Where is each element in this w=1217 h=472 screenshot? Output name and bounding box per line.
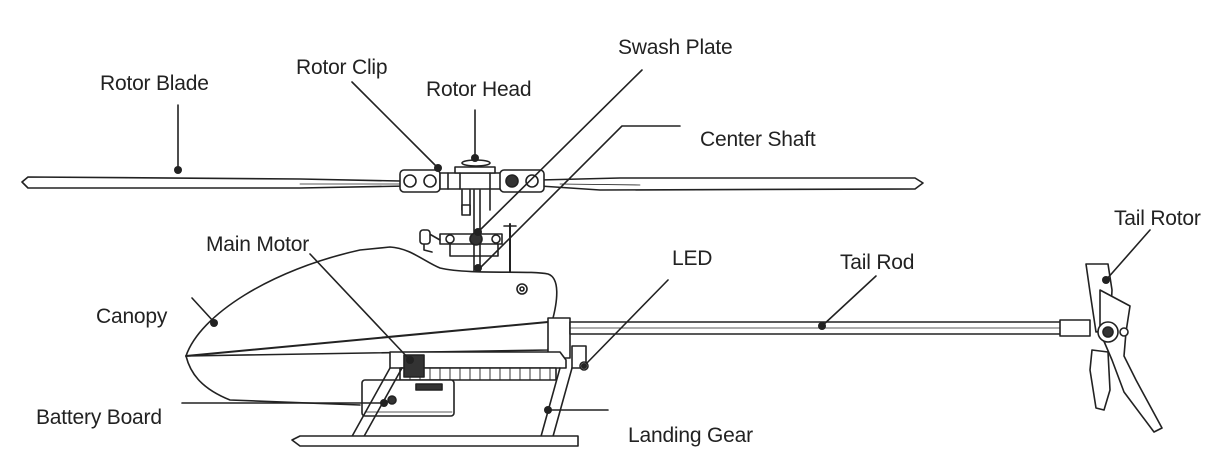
tail-rod-drawing xyxy=(569,321,1063,371)
pointer-dots xyxy=(174,154,1110,414)
swash-plate xyxy=(419,229,503,257)
label-rotor-blade: Rotor Blade xyxy=(100,72,209,95)
label-tail-rod: Tail Rod xyxy=(840,251,915,274)
canopy-shape xyxy=(185,246,558,406)
label-swash-plate: Swash Plate xyxy=(618,36,733,59)
label-tail-rotor: Tail Rotor xyxy=(1114,207,1201,230)
label-rotor-head: Rotor Head xyxy=(426,78,532,101)
label-landing-gear: Landing Gear xyxy=(628,424,753,447)
rotor-blade-left xyxy=(21,176,409,189)
rotor-blade-right xyxy=(539,177,924,191)
label-rotor-clip: Rotor Clip xyxy=(296,56,388,79)
label-battery-board: Battery Board xyxy=(36,406,162,429)
label-center-shaft: Center Shaft xyxy=(700,128,816,151)
label-led: LED xyxy=(672,247,713,270)
landing-gear-drawing xyxy=(291,345,587,447)
label-main-motor: Main Motor xyxy=(206,233,310,256)
battery-board xyxy=(361,379,455,417)
rotor-head-assembly xyxy=(399,159,545,216)
tail-rotor-drawing xyxy=(1059,263,1163,433)
leader-lines xyxy=(177,69,1151,411)
label-canopy: Canopy xyxy=(96,305,168,328)
